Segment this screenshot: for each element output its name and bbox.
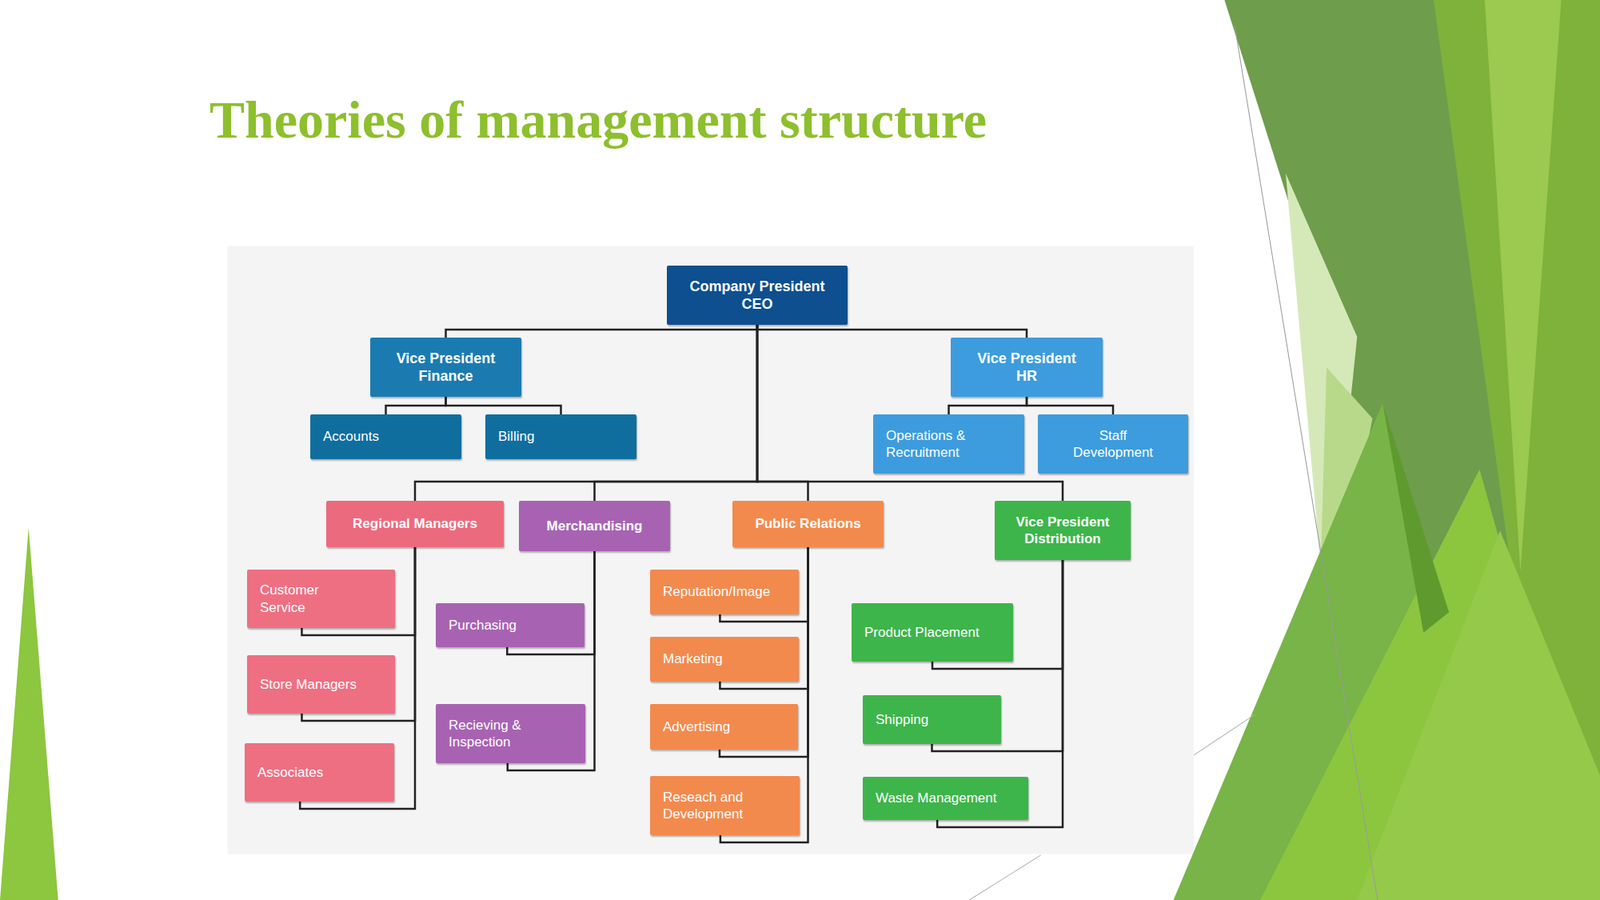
box-label: Vice President HR xyxy=(966,349,1087,386)
box-label: Merchandising xyxy=(546,517,643,535)
org-connector xyxy=(446,324,759,338)
box-label: Accounts xyxy=(323,427,380,445)
box-label: Reseach and Development xyxy=(662,788,763,823)
lower-triangle xyxy=(1356,530,1600,900)
org-box: Purchasing xyxy=(435,602,585,647)
org-connector xyxy=(949,396,1028,415)
org-box: Associates xyxy=(244,742,395,802)
org-connector xyxy=(1026,396,1114,415)
org-connector xyxy=(386,396,447,415)
box-label: Company President CEO xyxy=(683,277,832,314)
org-box: Merchandising xyxy=(518,500,671,551)
box-label: Public Relations xyxy=(754,514,861,532)
org-box: Vice President HR xyxy=(950,337,1103,397)
slide-title: Theories of management structure xyxy=(209,91,987,150)
org-box: Reputation/Image xyxy=(650,569,799,615)
box-label: Vice President Distribution xyxy=(1006,513,1119,548)
box-label: Purchasing xyxy=(448,616,517,634)
org-box: Company President CEO xyxy=(666,265,848,325)
box-label: Shipping xyxy=(875,710,929,728)
lower-triangle xyxy=(1260,469,1600,900)
box-label: Waste Management xyxy=(875,789,998,806)
lower-triangle xyxy=(1382,402,1449,633)
org-box: Product Placement xyxy=(851,602,1014,662)
box-label: Associates xyxy=(257,763,324,781)
box-label: Vice President Finance xyxy=(386,349,507,386)
org-box: Accounts xyxy=(310,414,462,459)
org-box: Customer Service xyxy=(247,569,396,628)
org-box: Vice President Finance xyxy=(370,337,522,397)
box-label: Customer Service xyxy=(259,581,332,616)
org-connector xyxy=(757,324,809,501)
org-connector xyxy=(446,396,562,415)
box-label: Store Managers xyxy=(259,675,357,693)
box-label: Regional Managers xyxy=(352,514,478,532)
org-connector xyxy=(594,324,759,501)
org-box: Staff Development xyxy=(1037,414,1189,474)
org-box: Operations & Recruitment xyxy=(873,414,1025,474)
box-label: Reputation/Image xyxy=(662,582,771,600)
org-box: Regional Managers xyxy=(326,500,504,547)
box-label: Billing xyxy=(498,427,535,445)
org-connector xyxy=(757,324,1027,338)
org-box: Billing xyxy=(485,414,637,459)
box-label: Advertising xyxy=(662,718,731,735)
box-label: Recieving & Inspection xyxy=(448,716,549,751)
org-box: Vice President Distribution xyxy=(994,500,1131,560)
thin-line xyxy=(969,854,1041,900)
org-box: Recieving & Inspection xyxy=(435,703,586,763)
org-box: Waste Management xyxy=(862,776,1029,820)
left-triangle xyxy=(0,526,59,900)
thin-line xyxy=(1234,25,1378,900)
org-box: Reseach and Development xyxy=(650,775,800,835)
right-band xyxy=(1484,0,1562,571)
thin-line xyxy=(1193,714,1256,755)
org-box: Public Relations xyxy=(732,500,884,547)
box-label: Staff Development xyxy=(1069,426,1158,462)
chart-ground xyxy=(227,245,1195,854)
org-box: Advertising xyxy=(650,703,799,750)
org-box: Shipping xyxy=(862,694,1002,744)
box-label: Product Placement xyxy=(864,623,980,641)
box-label: Marketing xyxy=(662,650,723,667)
box-label: Operations & Recruitment xyxy=(885,426,990,462)
org-box: Marketing xyxy=(650,636,799,682)
org-box: Store Managers xyxy=(247,654,396,714)
